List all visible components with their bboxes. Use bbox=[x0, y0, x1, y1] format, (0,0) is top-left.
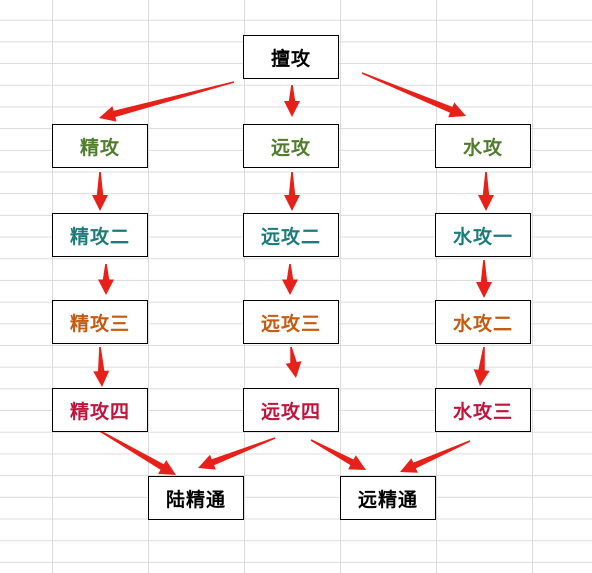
arrow-shui-to-shui1 bbox=[478, 172, 494, 211]
arrow-jing2-to-jing3 bbox=[98, 264, 114, 295]
node-shuigong-2: 水攻二 bbox=[435, 300, 531, 344]
arrow-shui1-to-shui2 bbox=[476, 260, 492, 298]
node-jinggong-2: 精攻二 bbox=[52, 213, 148, 257]
arrow-jing4-to-lu_tong bbox=[99, 430, 176, 475]
arrow-root-to-jing bbox=[99, 81, 235, 122]
node-yuangong-3: 远攻三 bbox=[243, 300, 339, 344]
node-jinggong-4: 精攻四 bbox=[52, 388, 148, 432]
node-yuangong-4: 远攻四 bbox=[243, 388, 339, 432]
node-shuigong-3: 水攻三 bbox=[435, 388, 531, 432]
node-jinggong-3: 精攻三 bbox=[52, 300, 148, 344]
arrow-yuan2-to-yuan3 bbox=[282, 264, 298, 295]
node-yuangong: 远攻 bbox=[243, 124, 339, 168]
arrow-shui3-to-yuan_tong bbox=[400, 440, 471, 473]
node-jinggong: 精攻 bbox=[52, 124, 148, 168]
arrow-yuan-to-yuan2 bbox=[284, 172, 300, 211]
node-yuangong-2: 远攻二 bbox=[243, 213, 339, 257]
node-shuigong-1: 水攻一 bbox=[435, 213, 531, 257]
arrow-root-to-shui bbox=[361, 72, 466, 118]
arrow-yuan4-to-yuan_tong bbox=[310, 439, 366, 470]
node-shuigong: 水攻 bbox=[435, 124, 531, 168]
node-shangong: 擅攻 bbox=[243, 35, 339, 79]
node-lujingtong: 陆精通 bbox=[148, 476, 244, 520]
arrow-yuan3-to-yuan4 bbox=[285, 346, 302, 378]
arrow-yuan4-to-lu_tong bbox=[198, 437, 276, 470]
node-yuanjingtong: 远精通 bbox=[340, 476, 436, 520]
arrow-jing-to-jing2 bbox=[92, 172, 108, 211]
arrow-jing3-to-jing4 bbox=[93, 347, 110, 387]
arrow-root-to-yuan bbox=[284, 85, 300, 117]
arrow-shui2-to-shui3 bbox=[473, 346, 490, 386]
